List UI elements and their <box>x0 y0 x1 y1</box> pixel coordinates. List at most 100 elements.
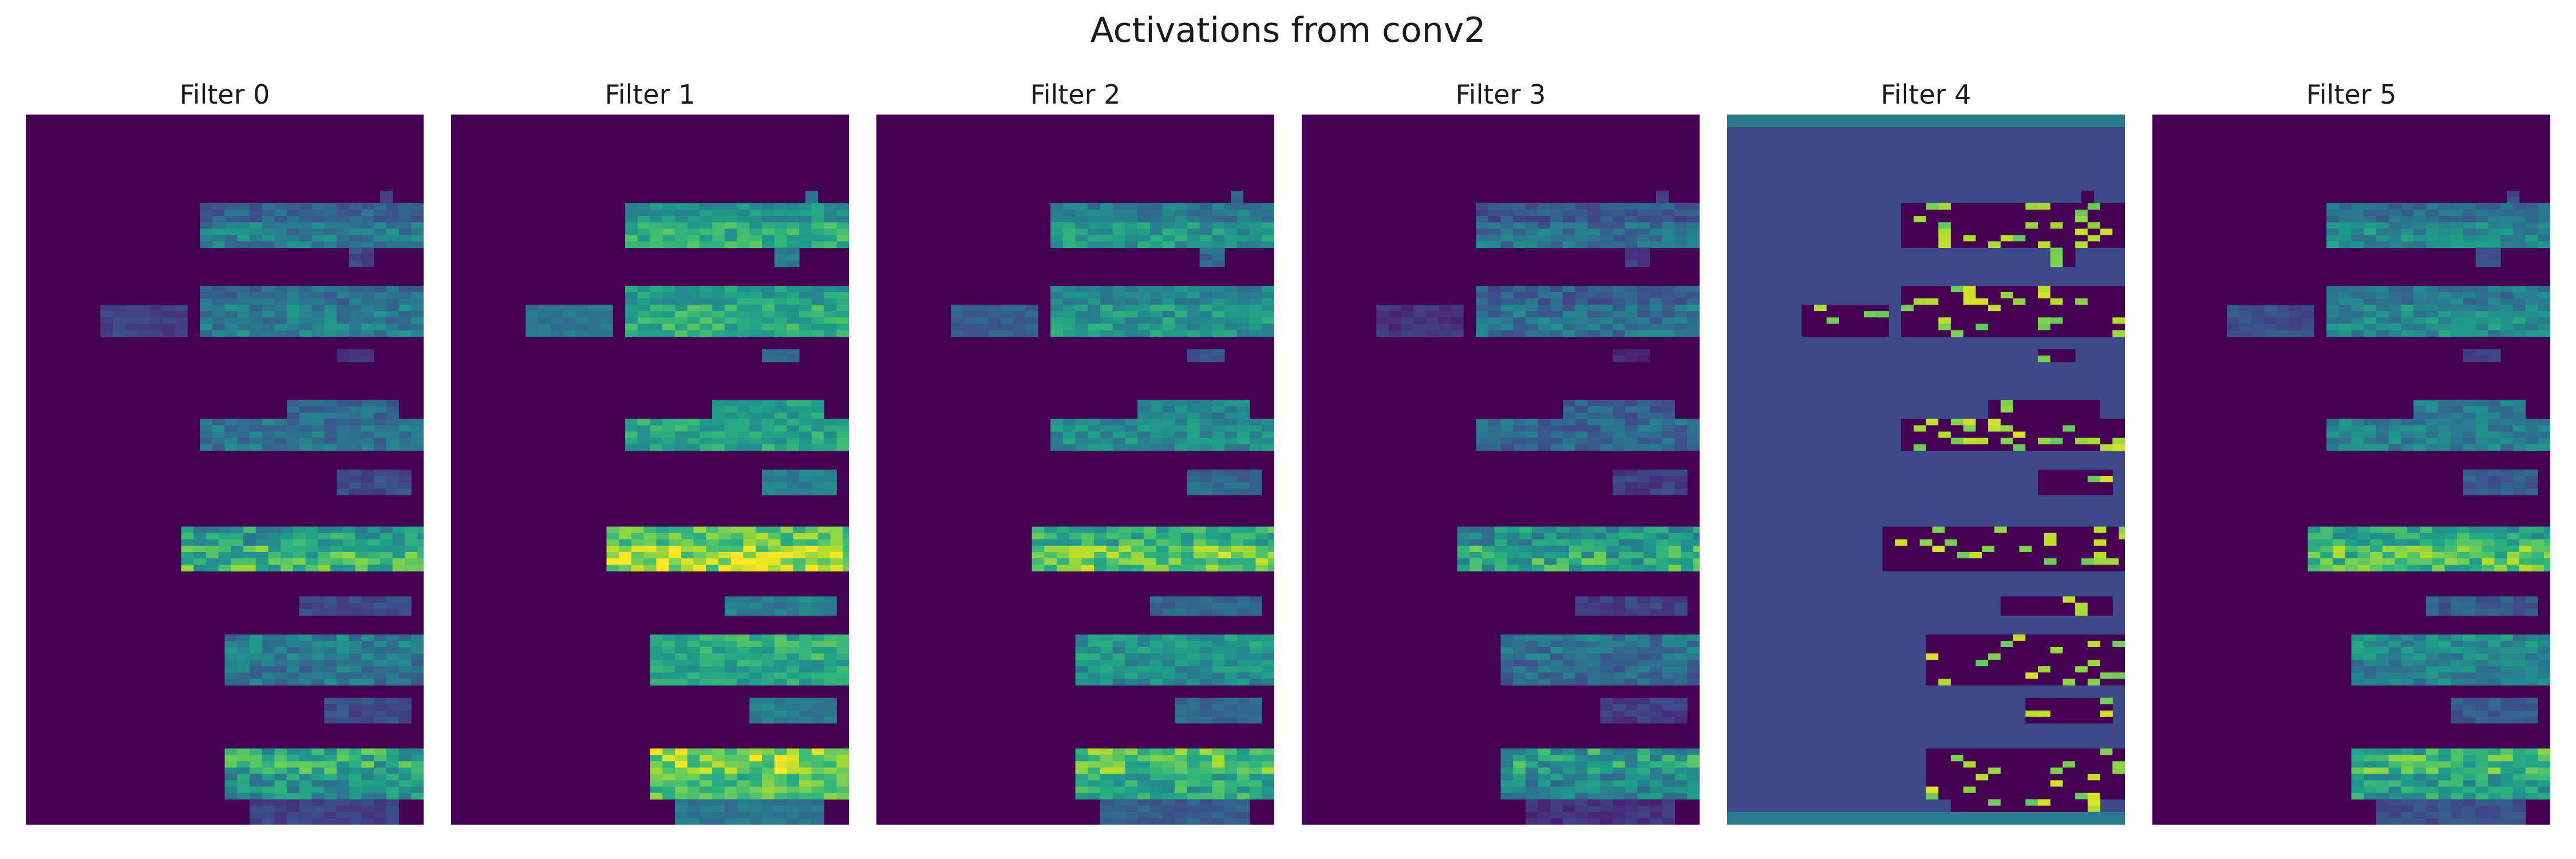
heatmap-cell <box>1149 761 1163 768</box>
heatmap-cell <box>2401 203 2414 210</box>
heatmap-cell <box>2025 774 2038 781</box>
heatmap-cell <box>687 444 700 451</box>
heatmap-cell <box>287 216 300 223</box>
heatmap-cell <box>1587 431 1601 439</box>
heatmap-cell <box>1650 634 1663 641</box>
heatmap-cell <box>1236 298 1250 305</box>
heatmap-cell <box>1513 235 1526 242</box>
heatmap-cell <box>799 210 812 216</box>
heatmap-cell <box>374 653 387 660</box>
heatmap-cell <box>1938 317 1951 324</box>
heatmap-cell <box>1100 755 1113 762</box>
heatmap-cell <box>1125 640 1138 648</box>
heatmap-cell <box>706 526 719 534</box>
heatmap-cell <box>1650 488 1663 495</box>
heatmap-cell <box>687 241 700 248</box>
heatmap-cell <box>249 774 263 781</box>
heatmap-cell <box>361 672 374 679</box>
heatmap-cell <box>2100 488 2113 495</box>
heatmap-cell <box>1262 755 1274 762</box>
heatmap-cell <box>337 716 350 724</box>
heatmap-cell <box>650 761 663 768</box>
heatmap-cell <box>1988 805 2001 813</box>
heatmap-cell <box>1563 216 1576 223</box>
heatmap-cell <box>1175 235 1188 242</box>
heatmap-cell <box>1507 526 1520 534</box>
heatmap-cell <box>793 551 806 559</box>
heatmap-cell <box>787 672 800 679</box>
heatmap-cell <box>1687 235 1700 242</box>
heatmap-cell <box>2038 419 2051 425</box>
heatmap-cell <box>1650 672 1663 679</box>
heatmap-cell <box>687 780 700 787</box>
heatmap-cell <box>330 545 343 553</box>
heatmap-cell <box>1112 786 1125 794</box>
heatmap-cell <box>1131 565 1144 572</box>
heatmap-cell <box>2000 660 2013 667</box>
heatmap-cell <box>324 811 337 819</box>
heatmap-cell <box>1025 330 1038 337</box>
heatmap-cell <box>237 767 250 774</box>
heatmap-cell <box>1525 317 1539 324</box>
heatmap-cell <box>1149 602 1163 610</box>
heatmap-cell <box>1426 305 1439 312</box>
heatmap-cell <box>2013 672 2026 679</box>
heatmap-cell <box>724 241 737 248</box>
heatmap-cell <box>1175 698 1188 705</box>
heatmap-cell <box>1144 545 1157 553</box>
heatmap-cell <box>1613 406 1626 413</box>
heatmap-cell <box>262 419 275 425</box>
heatmap-cell <box>1519 551 1532 559</box>
heatmap-cell <box>1175 793 1188 800</box>
heatmap-cell <box>656 565 669 572</box>
heatmap-cell <box>1187 317 1200 324</box>
heatmap-cell <box>749 602 762 610</box>
heatmap-cell <box>361 761 374 768</box>
heatmap-cell <box>386 482 399 489</box>
heatmap-cell <box>1525 292 1539 299</box>
heatmap-cell <box>2000 799 2013 806</box>
heatmap-cell <box>374 660 387 667</box>
heatmap-cell <box>1062 203 1076 210</box>
heatmap-cell <box>662 241 675 248</box>
heatmap-cell <box>2388 241 2401 248</box>
heatmap-cell <box>1075 235 1088 242</box>
heatmap-cell <box>1125 793 1138 800</box>
heatmap-cell <box>2000 406 2013 413</box>
heatmap-cell <box>1587 755 1601 762</box>
heatmap-cell <box>749 660 762 667</box>
heatmap-cell <box>287 431 300 439</box>
heatmap-cell <box>1144 539 1157 546</box>
heatmap-cell <box>337 425 350 432</box>
heatmap-cell <box>975 330 989 337</box>
heatmap-cell <box>1249 679 1262 685</box>
heatmap-cell <box>799 774 812 781</box>
heatmap-cell <box>724 767 737 774</box>
heatmap-cell <box>1199 254 1212 261</box>
heatmap-cell <box>386 710 399 718</box>
heatmap-cell <box>1550 640 1563 648</box>
heatmap-cell <box>2112 438 2125 445</box>
heatmap-cell <box>1249 285 1262 293</box>
heatmap-cell <box>650 203 663 210</box>
heatmap-cell <box>2087 634 2100 641</box>
heatmap-cell <box>737 609 750 616</box>
heatmap-cell <box>712 438 725 445</box>
heatmap-cell <box>1550 818 1563 825</box>
heatmap-cell <box>606 558 619 565</box>
heatmap-cell <box>2025 400 2038 407</box>
heatmap-cell <box>2112 210 2125 216</box>
heatmap-cell <box>1525 431 1539 439</box>
heatmap-cell <box>361 748 374 755</box>
heatmap-cell <box>762 805 775 813</box>
heatmap-cell <box>1637 355 1650 362</box>
heatmap-cell <box>762 476 775 483</box>
heatmap-cell <box>1913 216 1926 223</box>
heatmap-cell <box>1575 305 1588 312</box>
heatmap-cell <box>1401 311 1414 318</box>
heatmap-cell <box>1913 292 1926 299</box>
heatmap-cell <box>1513 647 1526 654</box>
heatmap-cell <box>787 470 800 476</box>
heatmap-cell <box>1032 558 1045 565</box>
heatmap-cell <box>1538 640 1551 648</box>
